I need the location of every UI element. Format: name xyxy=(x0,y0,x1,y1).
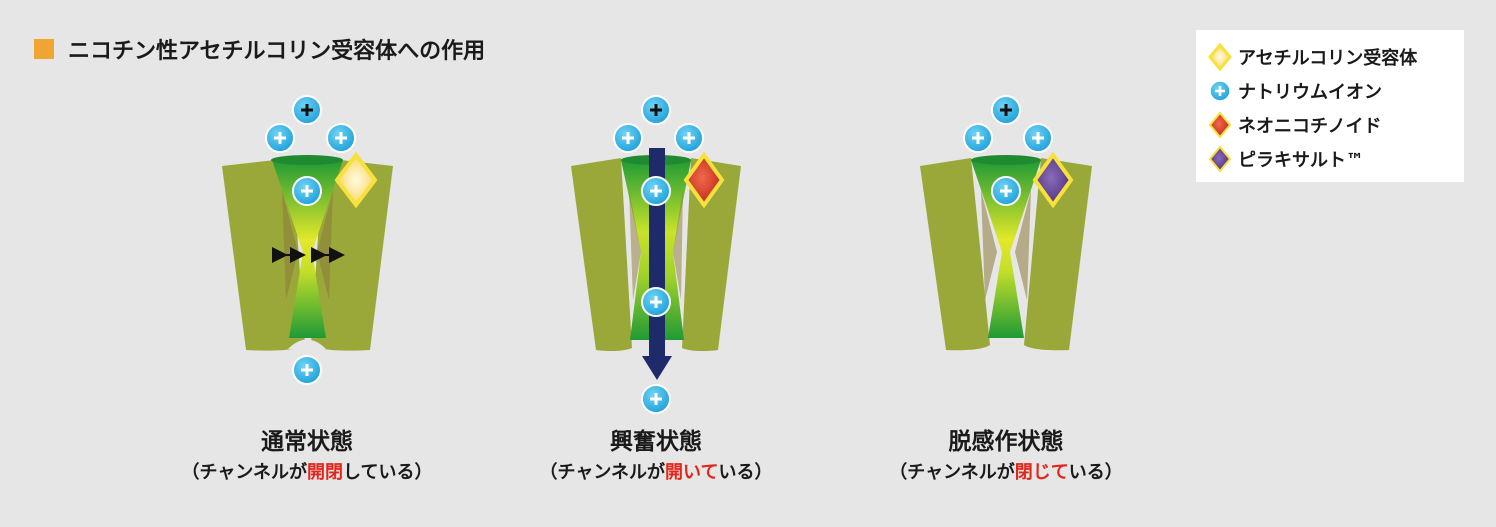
legend-label: ネオニコチノイド xyxy=(1238,116,1382,137)
pyraxalt-diamond-icon xyxy=(1032,151,1074,209)
legend: アセチルコリン受容体 ナトリウムイオン ネオニコチノイド ピラキサルト™ xyxy=(1196,30,1464,182)
yellow-diamond-icon xyxy=(1208,43,1232,71)
caption-desensitized: 脱感作状態 （チャンネルが閉じている） xyxy=(816,427,1196,489)
legend-item-pyraxalt: ピラキサルト™ xyxy=(1208,142,1454,176)
panel-desensitized xyxy=(920,151,1092,351)
title-marker-icon xyxy=(34,39,54,59)
sodium-ion-icon xyxy=(292,355,322,385)
channel-inner-shadow xyxy=(981,190,1031,300)
state-label: 興奮状態 xyxy=(610,429,702,455)
desc-text: いる） xyxy=(718,462,773,483)
desc-highlight: 閉じて xyxy=(1014,462,1069,483)
channel-mouth xyxy=(971,155,1041,165)
sodium-ions xyxy=(265,95,1053,414)
desc-highlight: 開閉 xyxy=(307,462,343,483)
neonicotinoid-diamond-icon xyxy=(683,151,725,209)
desc-text: （チャンネルが xyxy=(181,462,307,483)
sodium-ion-icon xyxy=(991,95,1021,125)
desc-text: （チャンネルが xyxy=(539,462,665,483)
panel-excited xyxy=(571,148,741,380)
desc-text: している） xyxy=(343,462,433,483)
red-diamond-icon xyxy=(1208,111,1232,139)
sodium-ion-icon xyxy=(641,176,671,206)
sodium-ion-icon xyxy=(265,123,295,153)
diagram-title: ニコチン性アセチルコリン受容体への作用 xyxy=(34,33,485,65)
sodium-ion-icon xyxy=(963,123,993,153)
desc-text: いる） xyxy=(1068,462,1123,483)
legend-label: ピラキサルト™ xyxy=(1238,150,1364,171)
legend-label: アセチルコリン受容体 xyxy=(1238,48,1418,69)
legend-item-acetylcholine-receptor: アセチルコリン受容体 xyxy=(1208,40,1454,74)
sodium-ion-icon xyxy=(326,123,356,153)
state-label: 脱感作状態 xyxy=(948,429,1064,455)
sodium-ion-icon xyxy=(641,95,671,125)
sodium-ion-icon xyxy=(674,123,704,153)
membrane-right xyxy=(1024,158,1092,351)
membrane-left xyxy=(920,158,990,351)
acetylcholine-diamond-icon xyxy=(334,151,378,209)
legend-item-neonicotinoid: ネオニコチノイド xyxy=(1208,108,1454,142)
sodium-ion-icon xyxy=(1209,80,1231,102)
legend-item-sodium-ion: ナトリウムイオン xyxy=(1208,74,1454,108)
state-description: （チャンネルが開いている） xyxy=(466,457,846,489)
membrane-left xyxy=(571,158,632,352)
purple-diamond-icon xyxy=(1208,145,1232,173)
channel-pore xyxy=(971,160,1041,338)
state-description: （チャンネルが開閉している） xyxy=(117,457,497,489)
legend-label: ナトリウムイオン xyxy=(1238,82,1382,103)
sodium-ion-icon xyxy=(641,287,671,317)
caption-normal: 通常状態 （チャンネルが開閉している） xyxy=(117,427,497,489)
title-text: ニコチン性アセチルコリン受容体への作用 xyxy=(68,39,486,64)
channel-bottom-notch xyxy=(987,339,1025,349)
channel-mouth xyxy=(271,155,343,165)
desc-text: （チャンネルが xyxy=(889,462,1015,483)
sodium-ion-icon xyxy=(641,384,671,414)
channel-inner-shadow xyxy=(629,190,683,300)
panel-normal xyxy=(222,151,393,351)
caption-excited: 興奮状態 （チャンネルが開いている） xyxy=(466,427,846,489)
membrane-right xyxy=(682,158,741,352)
desc-highlight: 開いて xyxy=(665,462,719,483)
channel-pore xyxy=(272,160,343,338)
sodium-ion-icon xyxy=(613,123,643,153)
sodium-ion-icon xyxy=(1023,123,1053,153)
state-description: （チャンネルが閉じている） xyxy=(816,457,1196,489)
state-label: 通常状態 xyxy=(261,429,353,455)
channel-inner-shadow xyxy=(282,190,333,300)
sodium-ion-icon xyxy=(292,95,322,125)
channel-bottom-notch xyxy=(288,339,326,349)
sodium-ion-icon xyxy=(991,176,1021,206)
ion-flow-arrow-head-icon xyxy=(642,356,672,380)
sodium-ion-icon xyxy=(292,176,322,206)
